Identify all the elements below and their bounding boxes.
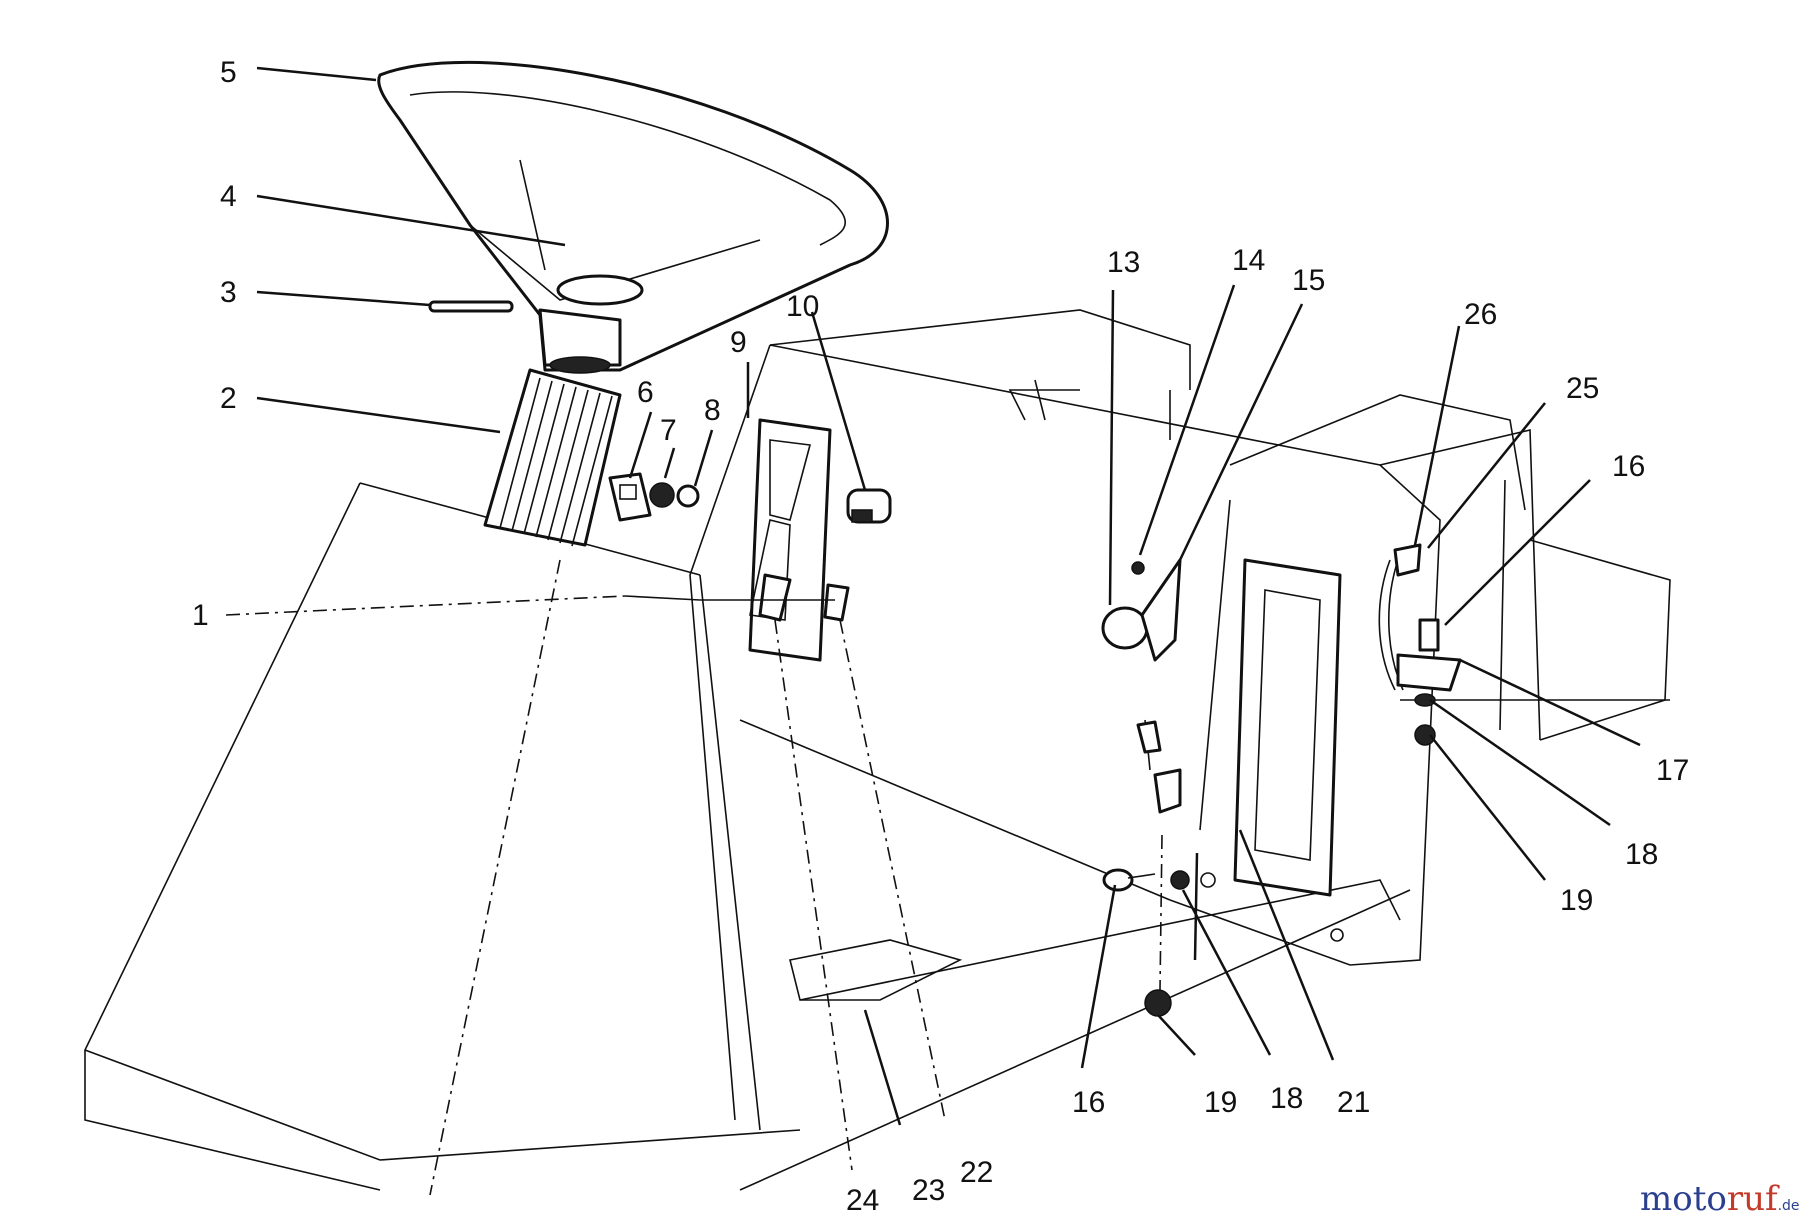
- ignition-nut: [649, 482, 675, 508]
- callout-8: 8: [704, 394, 721, 427]
- callout-16-bottom: 16: [1072, 1086, 1105, 1119]
- callout-21: 21: [1337, 1086, 1370, 1119]
- left-slot-plate: [748, 418, 832, 662]
- callout-13: 13: [1107, 246, 1140, 279]
- callouts: 5 4 3 2 6 7 8 9 10 1 13 14 15 26 25 16 1…: [192, 56, 1689, 1217]
- callout-22: 22: [960, 1156, 993, 1189]
- callout-2: 2: [220, 382, 237, 415]
- callout-17: 17: [1656, 754, 1689, 787]
- watermark-suffix: .de: [1778, 1198, 1800, 1214]
- callout-5: 5: [220, 56, 237, 89]
- left-clip: [624, 573, 946, 1171]
- callout-3: 3: [220, 276, 237, 309]
- roll-pin: [428, 300, 514, 313]
- callout-25: 25: [1566, 372, 1599, 405]
- callout-10: 10: [786, 290, 819, 323]
- callout-4: 4: [220, 180, 237, 213]
- right-slot-plate: [1199, 499, 1344, 942]
- hood-panel: [84, 482, 801, 1196]
- callout-19-bottom: 19: [1204, 1086, 1237, 1119]
- ignition-switch: [608, 472, 652, 522]
- watermark-logo: motoruf.de: [1640, 1179, 1800, 1219]
- callout-1: 1: [192, 599, 209, 632]
- leader-lines: [225, 66, 1641, 1126]
- control-lever: [1101, 558, 1182, 662]
- callout-6: 6: [637, 376, 654, 409]
- watermark-blue: moto: [1640, 1179, 1727, 1219]
- callout-15: 15: [1292, 264, 1325, 297]
- watermark-red: ruf: [1727, 1179, 1780, 1219]
- callout-16-right: 16: [1612, 450, 1645, 483]
- lower-bolt-assembly: [1102, 719, 1216, 1017]
- callout-19-right: 19: [1560, 884, 1593, 917]
- console-body: [689, 309, 1671, 1191]
- callout-23: 23: [912, 1174, 945, 1207]
- right-lever-assembly: [1378, 543, 1462, 746]
- callout-18-bottom: 18: [1270, 1082, 1303, 1115]
- callout-24: 24: [846, 1184, 879, 1217]
- steering-wheel: [377, 60, 889, 374]
- callout-9: 9: [730, 326, 747, 359]
- steering-column: [483, 368, 622, 547]
- callout-18-right: 18: [1625, 838, 1658, 871]
- svg-text:motoruf.de: motoruf.de: [1640, 1179, 1800, 1219]
- light-switch: [846, 488, 892, 524]
- callout-26: 26: [1464, 298, 1497, 331]
- callout-14: 14: [1232, 244, 1265, 277]
- lock-washer: [676, 484, 700, 508]
- callout-7: 7: [660, 414, 677, 447]
